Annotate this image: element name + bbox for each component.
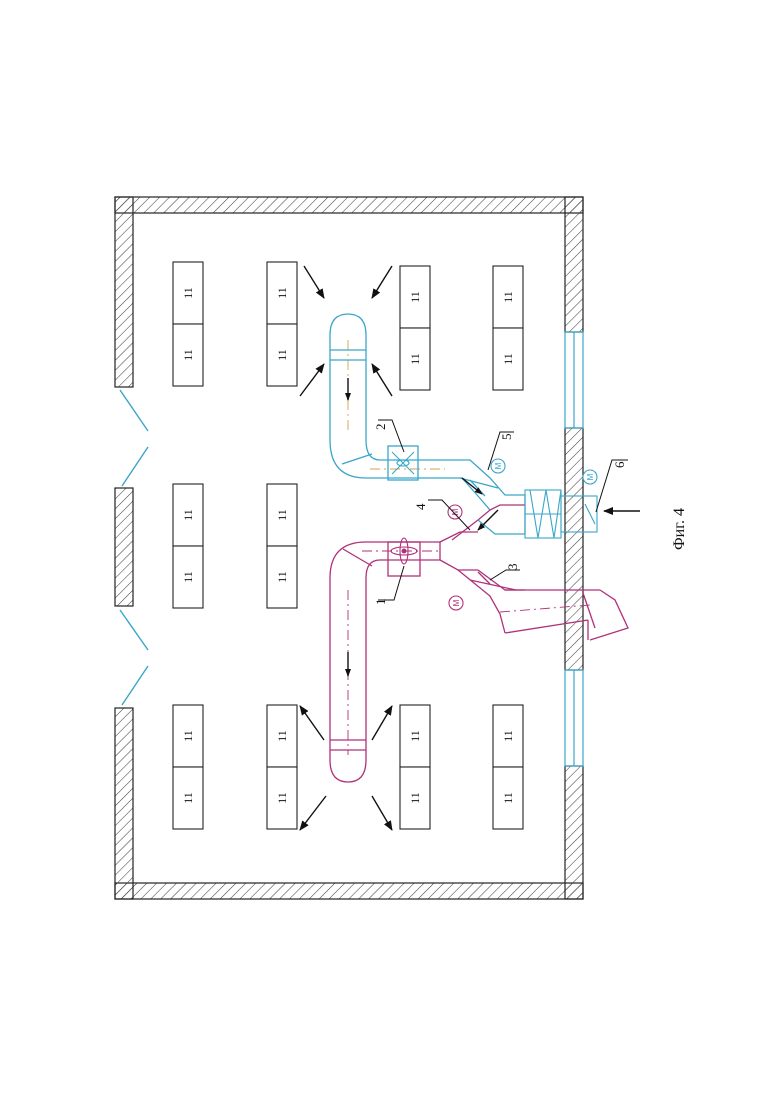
equipment-label: 11	[275, 730, 289, 742]
filter-icon	[525, 490, 597, 538]
motor-label: М	[494, 462, 503, 469]
motor-icon: М	[491, 459, 505, 473]
equipment-label: 11	[181, 509, 195, 521]
equipment-label: 11	[408, 291, 422, 303]
motor-label: М	[452, 599, 461, 606]
flow-arrow-icon	[300, 796, 326, 830]
equipment-label: 11	[501, 730, 515, 742]
wall-right	[565, 197, 583, 899]
callout-6: 6	[612, 461, 627, 468]
motor-icon: М	[583, 470, 597, 484]
motor-icon: М	[449, 596, 463, 610]
wall-bottom	[115, 883, 583, 899]
wall-left	[115, 197, 133, 899]
flow-arrow-icon	[300, 364, 324, 396]
mixing-chamber	[452, 495, 525, 540]
flow-arrow-icon	[372, 706, 392, 740]
motor-icon: М	[448, 505, 462, 519]
figure-caption: Фиг. 4	[671, 508, 688, 550]
equipment-label: 11	[181, 792, 195, 804]
equipment-label: 11	[275, 792, 289, 804]
equipment-label: 11	[275, 349, 289, 361]
equipment-label: 11	[501, 353, 515, 365]
flow-arrow-icon	[372, 796, 392, 830]
flow-arrow-icon	[462, 478, 482, 494]
flow-arrow-icon	[372, 266, 392, 298]
equipment-label: 11	[275, 509, 289, 521]
equipment-label: 11	[181, 730, 195, 742]
flow-arrow-icon	[304, 266, 324, 298]
equipment-label: 11	[408, 792, 422, 804]
flow-arrow-icon	[300, 706, 324, 740]
flow-arrow-icon	[478, 510, 498, 530]
fan-icon	[392, 452, 414, 474]
callout-5: 5	[499, 434, 514, 441]
equipment-label: 11	[275, 571, 289, 583]
callout-labels: 1 2 3 4 5 6	[373, 424, 627, 606]
wall-top	[115, 197, 583, 213]
flow-arrow-icon	[372, 364, 392, 396]
equipment-label: 11	[408, 730, 422, 742]
callout-3: 3	[505, 564, 520, 571]
damper-icon	[585, 504, 595, 524]
callout-4: 4	[413, 503, 428, 510]
callout-2: 2	[373, 424, 388, 431]
motor-label: М	[586, 473, 595, 480]
equipment-label: 11	[501, 792, 515, 804]
equipment-label: 11	[181, 349, 195, 361]
equipment-label: 11	[181, 287, 195, 299]
equipment-label: 11	[181, 571, 195, 583]
callout-1: 1	[373, 599, 388, 606]
equipment-label: 11	[501, 291, 515, 303]
equipment-label: 11	[275, 287, 289, 299]
equipment-label: 11	[408, 353, 422, 365]
